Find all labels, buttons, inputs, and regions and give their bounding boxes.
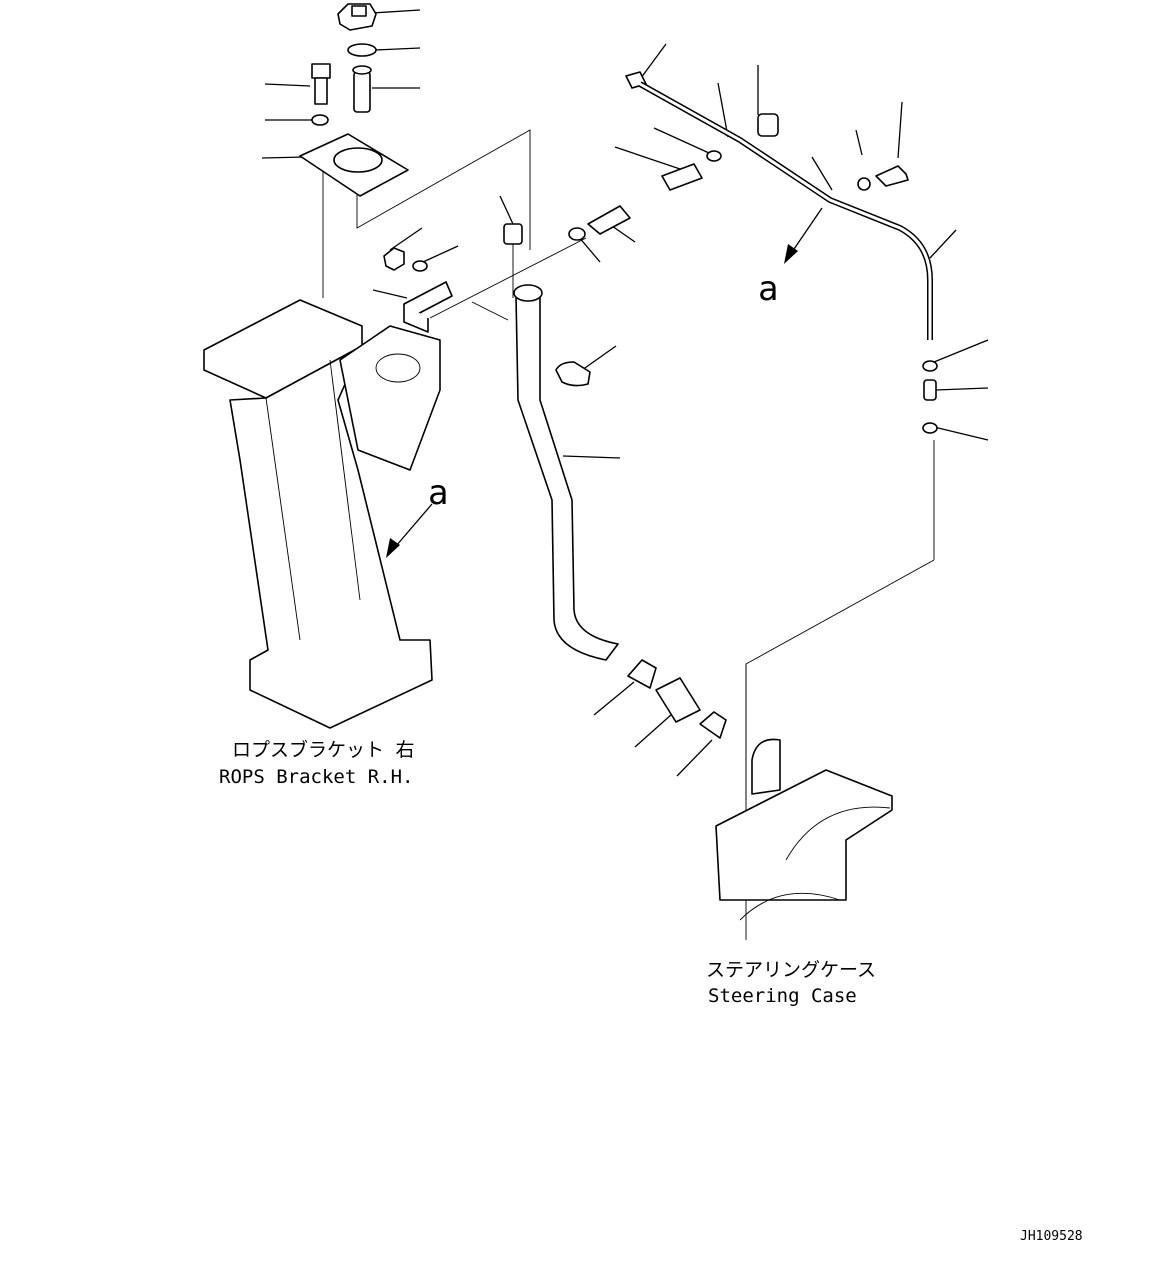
cover-plate bbox=[299, 133, 409, 197]
rops-label-jp: ロプスブラケット 右 bbox=[232, 738, 414, 761]
clip-bracket bbox=[403, 281, 453, 333]
leader-lines bbox=[261, 9, 989, 777]
steering-case bbox=[715, 738, 893, 921]
washer-upper-left bbox=[311, 114, 329, 126]
nut-stack-right bbox=[922, 360, 938, 434]
arrow-a-top bbox=[784, 207, 823, 264]
rops-bracket bbox=[203, 299, 441, 729]
arrow-a-left bbox=[386, 503, 433, 558]
nut-center bbox=[383, 247, 405, 271]
callout-a-top: a bbox=[758, 269, 778, 309]
bolt-mid bbox=[661, 163, 703, 191]
bolt-right bbox=[875, 165, 909, 187]
spacer bbox=[503, 223, 523, 245]
dipstick-rod bbox=[625, 71, 933, 340]
hose-clamp-2 bbox=[699, 711, 727, 739]
filler-tube bbox=[513, 284, 619, 661]
drawing-number: JH109528 bbox=[1020, 1229, 1083, 1244]
steering-label-en: Steering Case bbox=[708, 985, 857, 1007]
washer-mid bbox=[706, 150, 722, 162]
clamp bbox=[555, 361, 591, 387]
hose bbox=[655, 677, 701, 723]
bolt-upper-left bbox=[311, 63, 331, 105]
grommet bbox=[757, 113, 779, 137]
callout-a-left: a bbox=[428, 473, 448, 513]
rops-label-en: ROPS Bracket R.H. bbox=[219, 766, 413, 788]
steering-label-jp: ステアリングケース bbox=[706, 959, 876, 981]
pin bbox=[352, 65, 372, 113]
bolt-center bbox=[587, 205, 631, 235]
washer-bracket bbox=[412, 260, 428, 272]
washer-center bbox=[568, 227, 586, 241]
o-ring bbox=[347, 43, 377, 57]
hose-clamp-1 bbox=[627, 659, 657, 689]
washer-right bbox=[857, 177, 871, 191]
breather-cap bbox=[337, 3, 377, 31]
